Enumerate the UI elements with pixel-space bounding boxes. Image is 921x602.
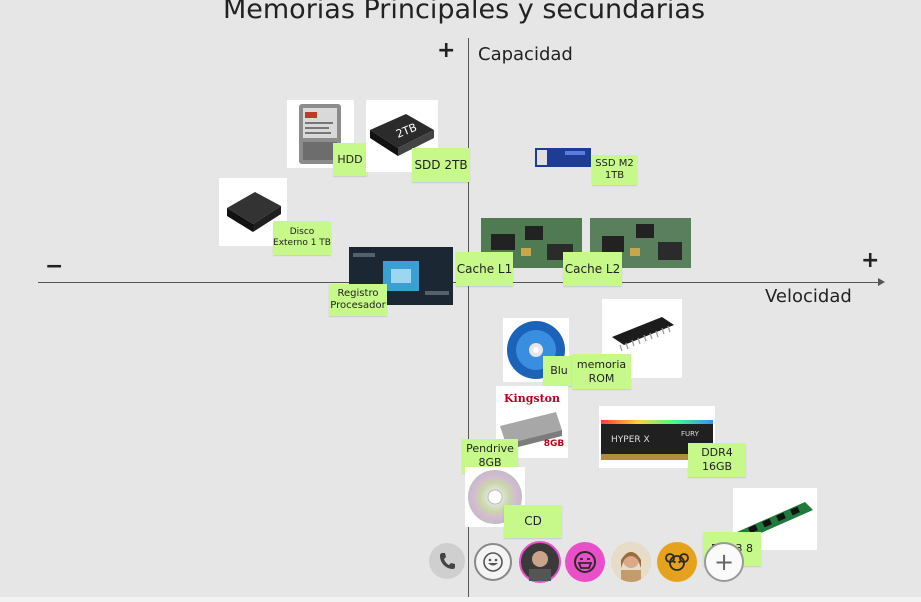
y-plus-sign: + bbox=[437, 38, 456, 63]
avatar-user-3-photo bbox=[611, 542, 651, 582]
ddr3-drawing bbox=[737, 502, 813, 540]
note-hdd[interactable]: HDD bbox=[333, 143, 367, 176]
avatar-user-1[interactable] bbox=[519, 541, 561, 583]
sdd-image[interactable]: 2TB bbox=[366, 100, 438, 172]
note-memoria-rom[interactable]: memoria ROM bbox=[572, 354, 631, 389]
smiley-icon bbox=[483, 552, 503, 572]
avatar-user-2[interactable] bbox=[565, 542, 605, 582]
y-axis bbox=[468, 38, 469, 598]
call-button[interactable] bbox=[429, 543, 465, 579]
note-cache-l2[interactable]: Cache L2 bbox=[563, 252, 622, 286]
board-title: Memorias Principales y secundarias bbox=[222, 0, 706, 25]
ram-animal-icon bbox=[665, 553, 689, 571]
note-disco-externo[interactable]: Disco Externo 1 TB bbox=[273, 221, 331, 255]
ssd-m2-image[interactable] bbox=[535, 146, 593, 169]
note-cache-l1[interactable]: Cache L1 bbox=[456, 252, 513, 286]
rom-drawing bbox=[612, 317, 674, 352]
fury-text: FURY bbox=[681, 430, 700, 438]
hyperx-text: HYPER X bbox=[611, 435, 650, 445]
note-registro-procesador[interactable]: Registro Procesador bbox=[329, 284, 387, 316]
kingston-logo-text: Kingston bbox=[504, 392, 560, 405]
x-plus-sign: + bbox=[861, 248, 880, 273]
phone-icon bbox=[440, 553, 455, 569]
y-axis-label: Capacidad bbox=[478, 44, 573, 65]
avatar-user-1-photo bbox=[529, 551, 551, 581]
external-disk-drawing bbox=[227, 192, 281, 232]
hdd-drawing bbox=[299, 104, 341, 164]
reactions-button[interactable] bbox=[474, 543, 512, 581]
pendrive-size-text: 8GB bbox=[544, 439, 565, 449]
note-blu[interactable]: Blu bbox=[543, 356, 575, 386]
sdd-drawing: 2TB bbox=[370, 114, 434, 156]
avatar-user-4[interactable] bbox=[657, 542, 697, 582]
avatar-user-3[interactable] bbox=[611, 542, 651, 582]
add-participant-button[interactable]: + bbox=[704, 542, 744, 582]
cd-image[interactable] bbox=[465, 467, 525, 527]
ssd-m2-drawing bbox=[535, 148, 591, 167]
note-cd[interactable]: CD bbox=[504, 505, 562, 538]
hdd-image[interactable] bbox=[287, 100, 354, 168]
face-mask-icon bbox=[574, 551, 596, 573]
note-sdd-2tb[interactable]: SDD 2TB bbox=[412, 148, 470, 182]
bottom-scroll-strip bbox=[0, 597, 921, 602]
note-ddr4[interactable]: DDR4 16GB bbox=[688, 443, 746, 477]
x-minus-sign: − bbox=[45, 254, 64, 279]
note-ssd-m2[interactable]: SSD M2 1TB bbox=[592, 155, 637, 185]
x-axis-label: Velocidad bbox=[765, 286, 852, 307]
x-axis-arrow bbox=[878, 278, 885, 286]
pendrive-drawing: Kingston 8GB bbox=[500, 392, 565, 450]
